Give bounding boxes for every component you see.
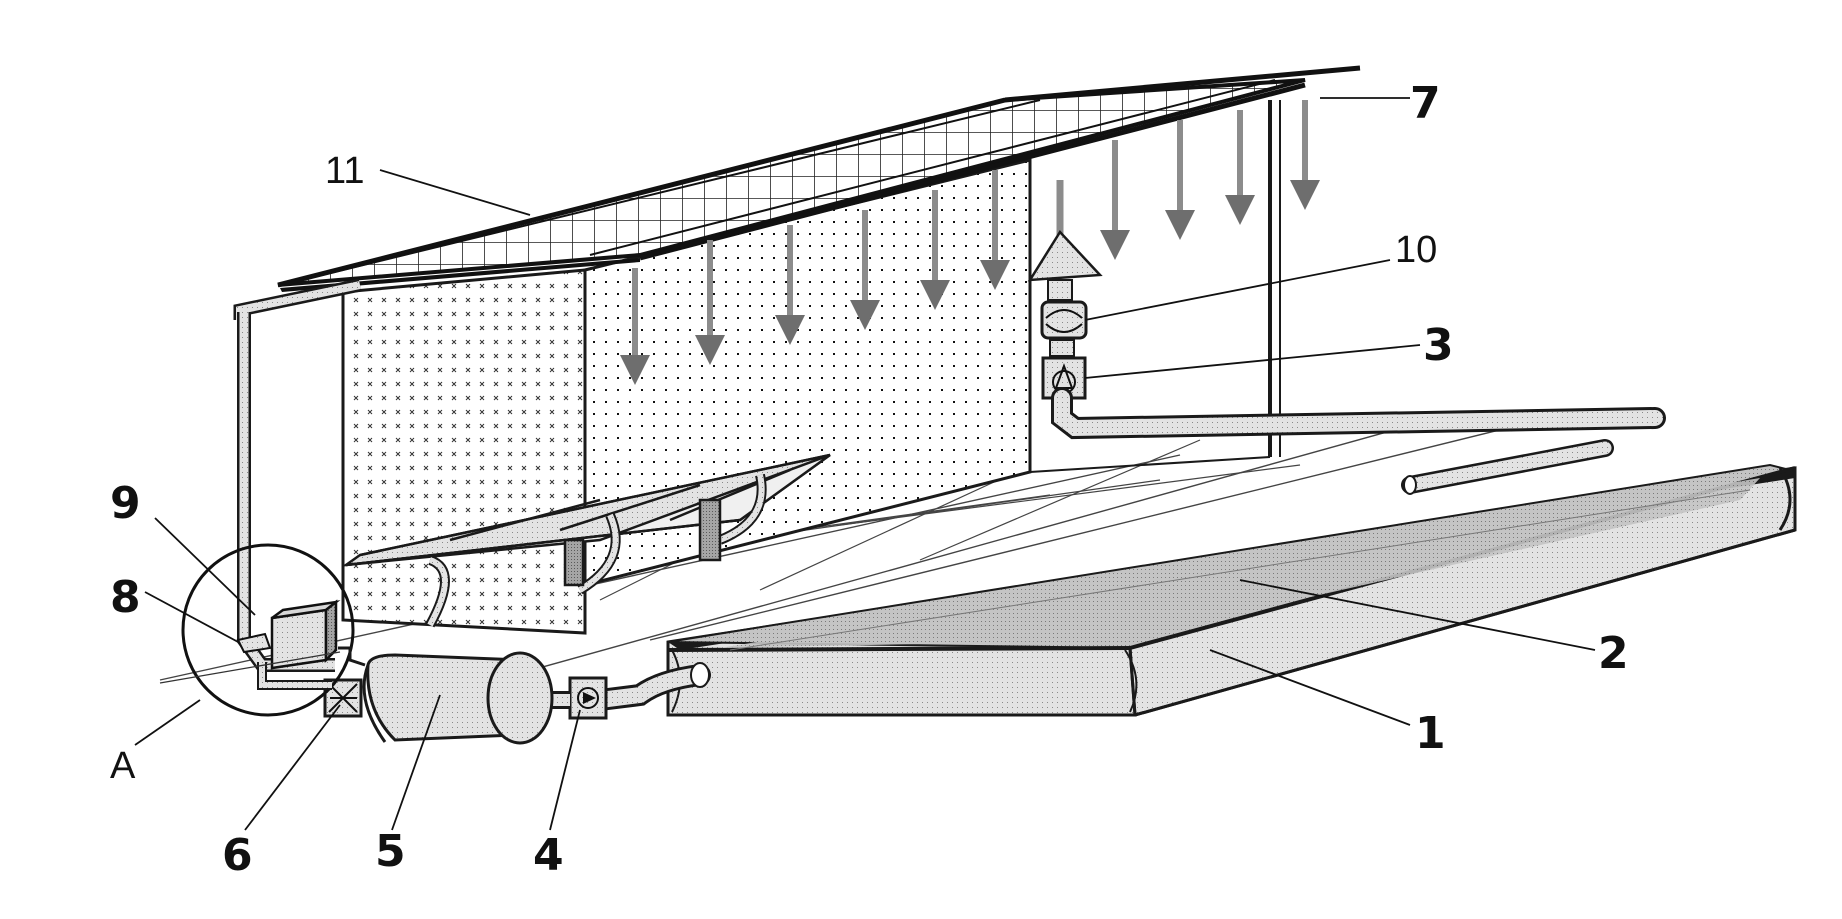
sensor-8 — [236, 632, 272, 654]
callout-8: 8 — [110, 572, 141, 623]
callout-7: 7 — [1410, 78, 1441, 129]
callout-a: A — [110, 745, 136, 787]
supply-pipe — [1051, 387, 1666, 440]
water-surface — [720, 478, 1760, 651]
callout-11: 11 — [325, 150, 364, 192]
callout-9: 9 — [110, 478, 141, 529]
leader-lines — [134, 97, 1596, 831]
basin-inlet-pipe — [1401, 439, 1614, 495]
internal-piping — [159, 646, 366, 690]
callout-10: 10 — [1395, 229, 1437, 271]
storage-tank-5 — [362, 651, 554, 745]
riser-assembly — [1027, 180, 1103, 301]
greenhouse-left-wall — [341, 268, 587, 635]
basin-outlet-pipe — [589, 662, 711, 711]
control-box-9 — [270, 599, 341, 670]
callout-2: 2 — [1598, 628, 1629, 679]
roof-glazing-grid — [277, 65, 1361, 292]
bench-rack — [341, 453, 831, 628]
filter-unit — [1040, 300, 1088, 357]
callout-3: 3 — [1423, 320, 1454, 371]
callout-1: 1 — [1415, 708, 1446, 759]
callouts: 11 7 10 3 2 1 9 8 A 6 5 4 — [110, 78, 1629, 881]
callout-6: 6 — [222, 830, 253, 881]
spray-arrows — [620, 100, 1320, 385]
callout-4: 4 — [533, 830, 564, 881]
detail-a-circle — [181, 543, 355, 717]
greenhouse-right-frame — [1029, 100, 1281, 473]
callout-5: 5 — [375, 826, 406, 877]
